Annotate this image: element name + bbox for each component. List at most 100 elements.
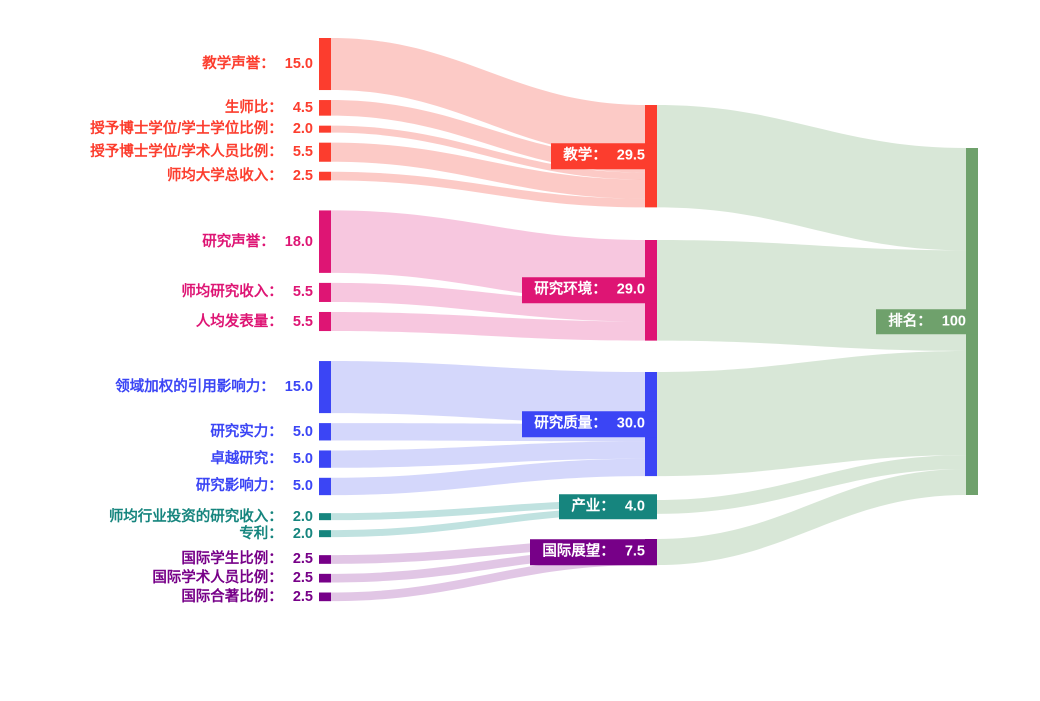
sankey-node-research_income[interactable] (319, 282, 331, 302)
node-label-value: 4.5 (288, 99, 313, 116)
sankey-node-intl_students[interactable] (319, 555, 331, 564)
node-label-text: 产业： (571, 498, 615, 515)
node-label-teaching_reputation: 教学声誉： 15.0 (202, 57, 313, 72)
node-label-value: 5.5 (288, 143, 313, 160)
node-label-teaching: 教学： 29.5 (551, 143, 657, 169)
node-label-doctorate_bachelor_ratio: 授予博士学位/学士学位比例： 2.0 (90, 122, 313, 137)
node-label-value: 30.0 (612, 415, 645, 432)
node-label-value: 5.0 (288, 423, 313, 440)
sankey-node-patents[interactable] (319, 530, 331, 538)
node-label-citation_impact: 领域加权的引用影响力： 15.0 (115, 380, 313, 395)
node-label-text: 研究质量： (534, 415, 607, 432)
node-label-text: 研究声誉： (202, 233, 275, 250)
sankey-link (331, 361, 645, 425)
sankey-link (657, 455, 966, 514)
sankey-node-doctorate_bachelor_ratio[interactable] (319, 125, 331, 133)
node-label-text: 专利： (239, 525, 283, 542)
node-label-text: 卓越研究： (210, 450, 283, 467)
sankey-link (331, 311, 645, 341)
sankey-link (657, 105, 966, 251)
sankey-node-industry_income[interactable] (319, 513, 331, 521)
node-label-research_influence: 研究影响力： 5.0 (196, 479, 313, 494)
node-label-ranking: 排名： 100 (876, 308, 978, 335)
node-label-text: 教学： (563, 147, 607, 164)
node-label-text: 研究影响力： (195, 478, 283, 495)
node-label-industry: 产业： 4.0 (559, 494, 657, 520)
node-label-value: 18.0 (280, 233, 313, 250)
node-label-doctorate_staff_ratio: 授予博士学位/学术人员比例： 5.5 (90, 145, 313, 160)
sankey-link (331, 556, 645, 602)
node-label-research_strength: 研究实力： 5.0 (210, 423, 313, 440)
node-label-research_income: 师均研究收入： 5.5 (181, 285, 313, 300)
node-label-text: 师均研究收入： (181, 284, 283, 301)
node-label-text: 国际学术人员比例： (152, 569, 283, 586)
node-label-research_quality: 研究质量： 30.0 (522, 411, 657, 437)
node-label-intl_staff: 国际学术人员比例： 2.5 (152, 571, 313, 586)
node-label-value: 5.0 (288, 478, 313, 495)
node-label-intl_coauthor: 国际合著比例： 2.5 (181, 588, 313, 605)
node-label-value: 2.0 (288, 508, 313, 525)
node-label-value: 5.5 (288, 284, 313, 301)
node-label-value: 15.0 (280, 55, 313, 72)
node-label-research_excellence: 卓越研究： 5.0 (210, 452, 313, 467)
node-label-value: 29.5 (612, 147, 645, 164)
sankey-link (331, 125, 645, 180)
node-label-publications_per_staff: 人均发表量： 5.5 (196, 314, 313, 329)
sankey-node-intl_staff[interactable] (319, 573, 331, 583)
node-label-value: 15.0 (280, 378, 313, 395)
node-label-research_env: 研究环境： 29.0 (522, 277, 657, 304)
node-label-text: 生师比： (224, 99, 283, 116)
sankey-link (657, 240, 966, 351)
node-label-text: 师均行业投资的研究收入： (108, 508, 283, 525)
node-label-industry_income: 师均行业投资的研究收入： 2.0 (109, 509, 313, 524)
node-label-value: 29.0 (612, 281, 645, 298)
sankey-node-doctorate_staff_ratio[interactable] (319, 142, 331, 162)
sankey-link (331, 441, 645, 468)
sankey-link (657, 468, 966, 566)
sankey-node-publications_per_staff[interactable] (319, 311, 331, 332)
node-label-text: 国际展望： (542, 543, 615, 560)
sankey-node-student_staff_ratio[interactable] (319, 100, 331, 116)
sankey-link (331, 282, 645, 322)
sankey-node-citation_impact[interactable] (319, 361, 331, 414)
node-label-text: 国际合著比例： (181, 588, 283, 605)
node-label-research_reputation: 研究声誉： 18.0 (202, 234, 313, 249)
node-label-intl_outlook: 国际展望： 7.5 (530, 539, 657, 565)
node-label-value: 5.0 (288, 450, 313, 467)
sankey-node-teaching_reputation[interactable] (319, 38, 331, 91)
node-label-value: 2.5 (288, 588, 313, 605)
node-label-text: 师均大学总收入： (166, 167, 283, 184)
node-label-text: 研究环境： (534, 281, 607, 298)
node-label-text: 教学声誉： (202, 55, 275, 72)
sankey-node-research_excellence[interactable] (319, 450, 331, 468)
node-label-value: 4.0 (620, 498, 645, 515)
sankey-node-intl_coauthor[interactable] (319, 592, 331, 602)
sankey-link (331, 458, 645, 496)
sankey-link (331, 142, 645, 199)
sankey-node-institutional_income[interactable] (319, 171, 331, 181)
node-label-value: 5.5 (288, 313, 313, 330)
node-label-value: 100 (937, 312, 966, 329)
node-label-intl_students: 国际学生比例： 2.5 (181, 552, 313, 567)
node-label-text: 排名： (888, 312, 932, 329)
sankey-node-research_reputation[interactable] (319, 210, 331, 273)
sankey-link (657, 350, 966, 477)
node-label-text: 授予博士学位/学士学位比例： (90, 120, 283, 137)
node-label-text: 研究实力： (210, 423, 283, 440)
sankey-node-research_strength[interactable] (319, 423, 331, 441)
node-label-value: 2.5 (288, 167, 313, 184)
node-label-value: 2.0 (288, 120, 313, 137)
node-label-text: 国际学生比例： (181, 551, 283, 568)
node-label-value: 2.5 (288, 569, 313, 586)
node-label-value: 2.5 (288, 551, 313, 568)
sankey-link (331, 38, 645, 158)
node-label-value: 7.5 (620, 543, 645, 560)
node-label-student_staff_ratio: 生师比： 4.5 (224, 99, 313, 116)
node-label-institutional_income: 师均大学总收入： 2.5 (167, 169, 313, 184)
node-label-text: 授予博士学位/学术人员比例： (90, 143, 283, 160)
sankey-node-research_influence[interactable] (319, 477, 331, 496)
node-label-text: 领域加权的引用影响力： (115, 378, 275, 395)
node-label-value: 2.0 (288, 525, 313, 542)
